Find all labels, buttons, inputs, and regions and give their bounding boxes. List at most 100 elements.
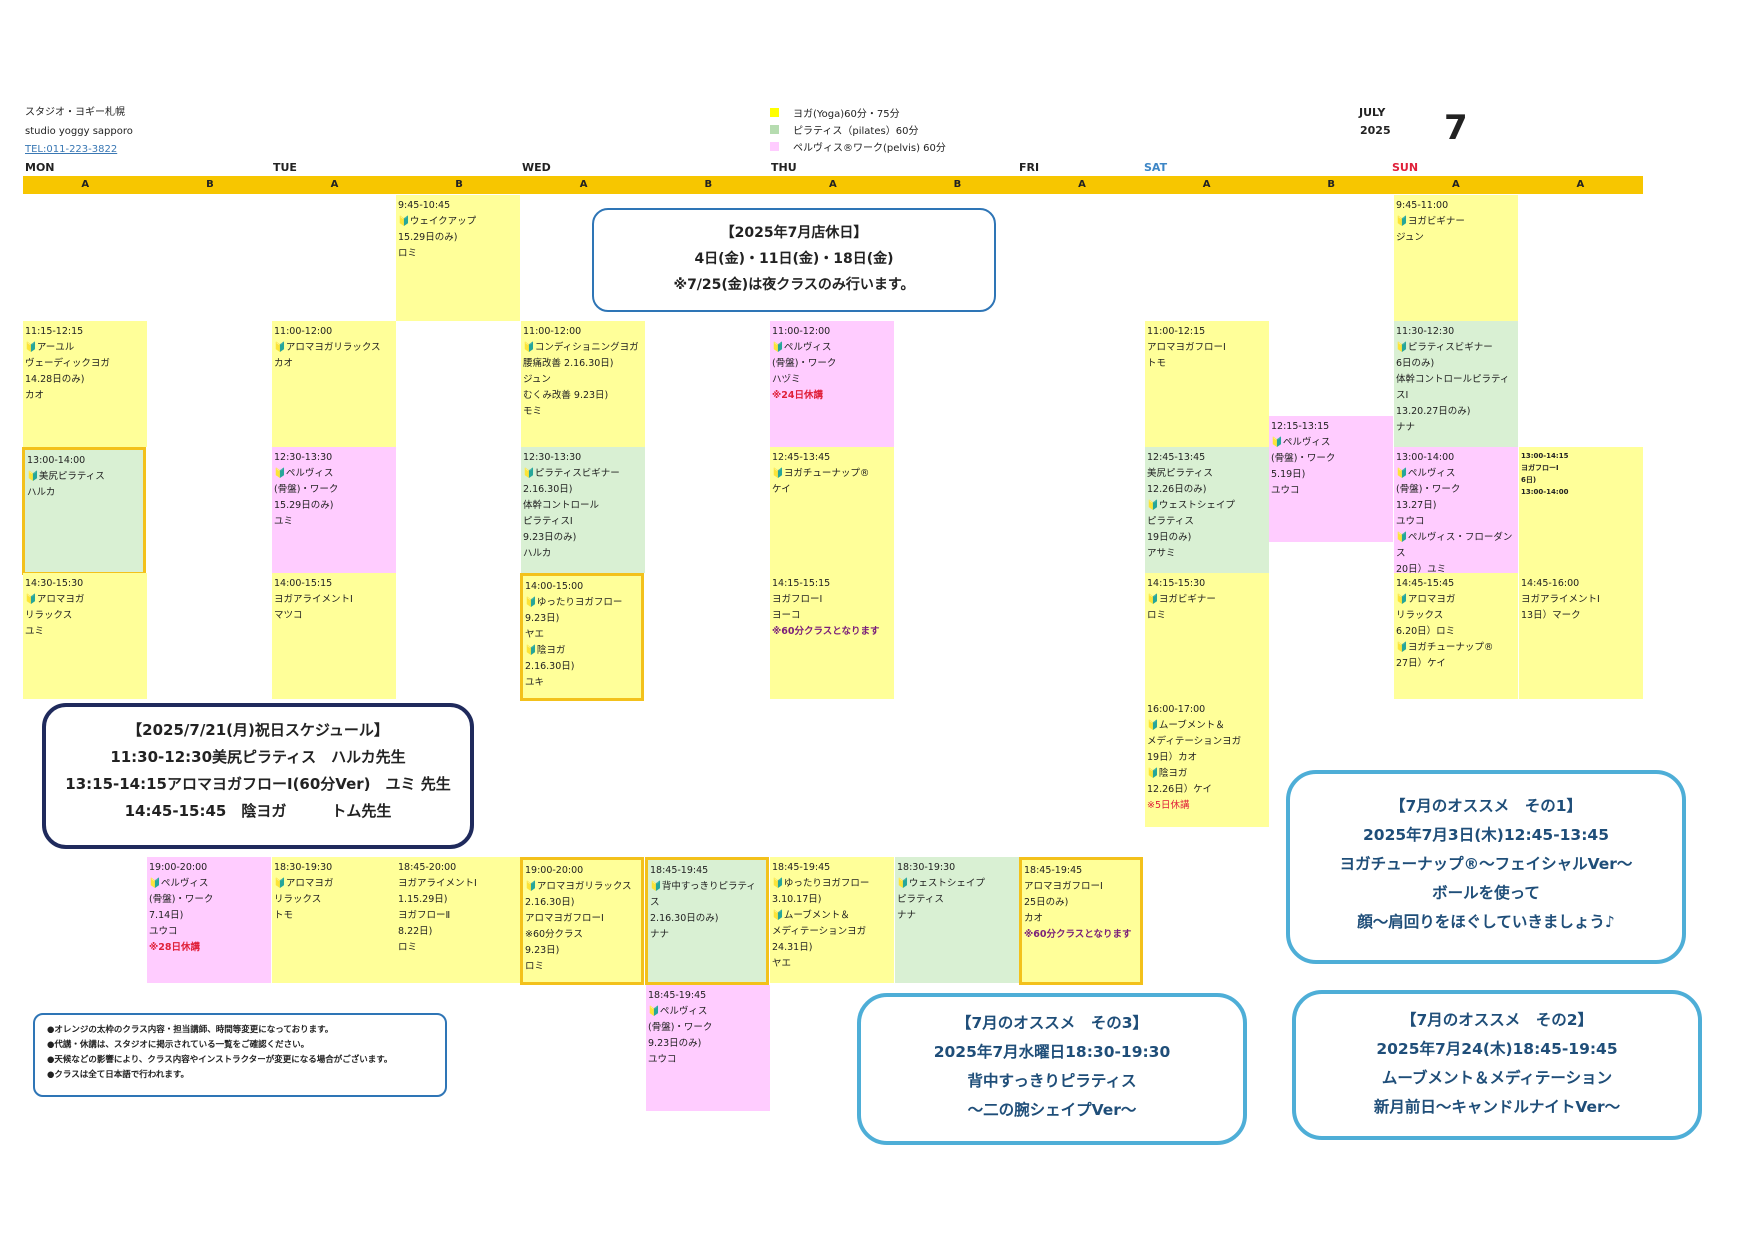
studio-col-label: B bbox=[455, 179, 463, 190]
note-item: ●代講・休講は、スタジオに掲示されている一覧をご確認ください。 bbox=[47, 1040, 310, 1050]
recommend-line: 顔～肩回りをほぐしていきましょう♪ bbox=[1357, 913, 1615, 931]
class-cell: 12:30-13:30 🔰ピラティスビギナー 2.16.30日) 体幹コントロー… bbox=[521, 447, 645, 573]
class-cell: 9:45-10:45 🔰ウェイクアップ 15.29日のみ) ロミ bbox=[396, 195, 520, 321]
legend-item-yoga: ヨガ(Yoga)60分・75分 bbox=[770, 104, 946, 121]
legend: ヨガ(Yoga)60分・75分 ピラティス（pilates）60分 ペルヴィス®… bbox=[770, 104, 946, 155]
note-item: ●オレンジの太枠のクラス内容・担当講師、時間等変更になっております。 bbox=[47, 1025, 334, 1035]
note-item: ●クラスは全て日本語で行われます。 bbox=[47, 1070, 189, 1080]
notice-line: ※7/25(金)は夜クラスのみ行います。 bbox=[673, 277, 915, 293]
notes-box: ●オレンジの太枠のクラス内容・担当講師、時間等変更になっております。 ●代講・休… bbox=[33, 1013, 447, 1097]
month-number: 7 bbox=[1444, 108, 1468, 148]
recommend-line: 2025年7月24(木)18:45-19:45 bbox=[1376, 1040, 1618, 1058]
class-cell: 19:00-20:00 🔰ペルヴィス (骨盤)・ワーク 7.14日) ユウコ※2… bbox=[147, 857, 271, 983]
class-cell: 11:00-12:00 🔰コンディショニングヨガ 腰痛改善 2.16.30日) … bbox=[521, 321, 645, 447]
notice-title: 【2025年7月店休日】 bbox=[720, 225, 868, 241]
recommend-line: ボールを使って bbox=[1432, 884, 1540, 902]
day-header-sat: SAT bbox=[1144, 161, 1168, 174]
notice-title: 【2025/7/21(月)祝日スケジュール】 bbox=[127, 721, 389, 739]
studio-phone-link[interactable]: TEL:011-223-3822 bbox=[25, 144, 118, 155]
class-cell-changed: 19:00-20:00 🔰アロマヨガリラックス 2.16.30日) アロマヨガフ… bbox=[520, 857, 644, 985]
class-cell: 18:45-19:45 🔰ゆったりヨガフロー 3.10.17日) 🔰ムーブメント… bbox=[770, 857, 894, 983]
class-cell: 12:45-13:45 🔰ヨガチューナップ® ケイ bbox=[770, 447, 894, 573]
recommend-title: 【7月のオススメ その2】 bbox=[1400, 1011, 1594, 1029]
recommend-box-2: 【7月のオススメ その2】 2025年7月24(木)18:45-19:45 ムー… bbox=[1292, 990, 1702, 1140]
recommend-line: ～二の腕シェイプVer～ bbox=[967, 1101, 1137, 1119]
class-cell: 18:30-19:30 🔰アロマヨガ リラックス トモ bbox=[272, 857, 396, 983]
cancel-note: ※24日休講 bbox=[772, 390, 823, 401]
studio-col-label: B bbox=[953, 179, 962, 190]
legend-item-pelvis: ペルヴィス®ワーク(pelvis) 60分 bbox=[770, 138, 946, 155]
class-cell: 14:15-15:15 ヨガフローⅠ ヨーコ※60分クラスとなります bbox=[770, 573, 894, 699]
class-cell-changed: 18:45-19:45 アロマヨガフローⅠ 25日のみ) カオ※60分クラスとな… bbox=[1019, 857, 1143, 985]
class-cell: 16:00-17:00 🔰ムーブメント＆ メディテーションヨガ 19日）カオ 🔰… bbox=[1145, 699, 1269, 827]
class-cell: 9:45-11:00 🔰ヨガビギナー ジュン bbox=[1394, 195, 1518, 321]
class-cell: 11:00-12:00 🔰ペルヴィス (骨盤)・ワーク ハヅミ※24日休講 bbox=[770, 321, 894, 447]
legend-swatch-pilates bbox=[770, 125, 779, 134]
class-cell-changed: 18:45-19:45 🔰背中すっきりピラティス 2.16.30日のみ) ナナ bbox=[645, 857, 769, 985]
notice-line: 13:15-14:15アロマヨガフローⅠ(60分Ver) ユミ 先生 bbox=[65, 775, 451, 793]
studio-column-bar: A B A B A B A B A A B A A bbox=[23, 176, 1643, 194]
class-cell-changed: 14:00-15:00 🔰ゆったりヨガフロー 9.23日) ヤエ 🔰陰ヨガ 2.… bbox=[520, 573, 644, 701]
class-cell: 13:00-14:15 ヨガフローⅠ 6日) 13:00-14:00 bbox=[1519, 447, 1643, 573]
day-header-fri: FRI bbox=[1019, 161, 1040, 174]
studio-col-label: A bbox=[1202, 179, 1211, 190]
studio-name-en: studio yoggy sapporo bbox=[25, 126, 133, 137]
recommend-line: 2025年7月3日(木)12:45-13:45 bbox=[1363, 826, 1609, 844]
recommend-line: 2025年7月水曜日18:30-19:30 bbox=[933, 1043, 1171, 1061]
class-cell: 11:30-12:30 🔰ピラティスビギナー 6日のみ) 体幹コントロールピラテ… bbox=[1394, 321, 1518, 447]
day-header-sun: SUN bbox=[1392, 161, 1419, 174]
holiday-schedule-notice: 【2025/7/21(月)祝日スケジュール】 11:30-12:30美尻ピラティ… bbox=[42, 703, 474, 849]
year: 2025 bbox=[1360, 124, 1391, 137]
studio-col-label: B bbox=[1327, 179, 1336, 190]
recommend-box-1: 【7月のオススメ その1】 2025年7月3日(木)12:45-13:45 ヨガ… bbox=[1286, 770, 1686, 964]
day-header-mon: MON bbox=[25, 161, 55, 174]
studio-name-jp: スタジオ・ヨギー札幌 bbox=[25, 107, 125, 118]
recommend-line: ヨガチューナップ®～フェイシャルVer～ bbox=[1339, 855, 1633, 873]
cancel-note: ※28日休講 bbox=[149, 942, 200, 953]
recommend-line: 背中すっきりピラティス bbox=[967, 1072, 1137, 1090]
month-name: JULY bbox=[1359, 106, 1386, 119]
class-cell: 11:00-12:15 アロマヨガフローⅠ トモ bbox=[1145, 321, 1269, 447]
day-header-thu: THU bbox=[771, 161, 797, 174]
class-cell: 18:45-19:45 🔰ペルヴィス (骨盤)・ワーク 9.23日のみ) ユウコ bbox=[646, 985, 770, 1111]
studio-col-label: B bbox=[206, 179, 214, 190]
class-cell: 11:15-12:15 🔰アーユル ヴェーディックヨガ 14.28日のみ) カオ bbox=[23, 321, 147, 447]
class-cell: 12:30-13:30 🔰ペルヴィス (骨盤)・ワーク 15.29日のみ) ユミ bbox=[272, 447, 396, 573]
class-cell: 14:45-16:00 ヨガアライメントⅠ 13日）マーク bbox=[1519, 573, 1643, 699]
recommend-title: 【7月のオススメ その3】 bbox=[955, 1014, 1149, 1032]
studio-col-label: A bbox=[81, 179, 90, 190]
cancel-note: ※5日休講 bbox=[1147, 800, 1190, 811]
store-closed-notice: 【2025年7月店休日】 4日(金)・11日(金)・18日(金) ※7/25(金… bbox=[592, 208, 996, 312]
studio-col-label: A bbox=[1451, 179, 1460, 190]
day-header-wed: WED bbox=[522, 161, 551, 174]
recommend-box-3: 【7月のオススメ その3】 2025年7月水曜日18:30-19:30 背中すっ… bbox=[857, 993, 1247, 1145]
legend-swatch-pelvis bbox=[770, 142, 779, 151]
class-cell: 12:15-13:15 🔰ペルヴィス (骨盤)・ワーク 5.19日) ユウコ bbox=[1269, 416, 1393, 542]
day-header-tue: TUE bbox=[273, 161, 297, 174]
note-item: ●天候などの影響により、クラス内容やインストラクターが変更になる場合がございます… bbox=[47, 1055, 393, 1065]
class-cell-changed: 13:00-14:00 🔰美尻ピラティス ハルカ bbox=[22, 447, 146, 575]
class-cell: 14:45-15:45 🔰アロマヨガ リラックス 6.20日）ロミ 🔰ヨガチュー… bbox=[1394, 573, 1518, 699]
studio-col-label: A bbox=[330, 179, 339, 190]
recommend-title: 【7月のオススメ その1】 bbox=[1389, 797, 1583, 815]
notice-line: 14:45-15:45 陰ヨガ トム先生 bbox=[124, 802, 392, 820]
notice-line: 11:30-12:30美尻ピラティス ハルカ先生 bbox=[110, 748, 406, 766]
legend-item-pilates: ピラティス（pilates）60分 bbox=[770, 121, 946, 138]
class-cell: 18:45-20:00 ヨガアライメントⅠ 1.15.29日) ヨガフローⅡ 8… bbox=[396, 857, 520, 983]
recommend-line: 新月前日～キャンドルナイトVer～ bbox=[1373, 1098, 1621, 1116]
studio-col-label: A bbox=[1576, 179, 1585, 190]
notice-line: 4日(金)・11日(金)・18日(金) bbox=[694, 251, 894, 267]
class-cell: 12:45-13:45 美尻ピラティス 12.26日のみ) 🔰ウェストシェイプ … bbox=[1145, 447, 1269, 573]
class-cell: 11:00-12:00 🔰アロマヨガリラックス カオ bbox=[272, 321, 396, 447]
studio-col-label: A bbox=[828, 179, 837, 190]
class-cell: 14:00-15:15 ヨガアライメントⅠ マツコ bbox=[272, 573, 396, 699]
studio-col-label: A bbox=[579, 179, 588, 190]
class-cell: 14:15-15:30 🔰ヨガビギナー ロミ bbox=[1145, 573, 1269, 699]
class-cell: 18:30-19:30 🔰ウェストシェイプ ピラティス ナナ bbox=[895, 857, 1019, 983]
duration-note: ※60分クラスとなります bbox=[1024, 929, 1132, 940]
legend-swatch-yoga bbox=[770, 108, 779, 117]
recommend-line: ムーブメント＆メディテーション bbox=[1381, 1069, 1613, 1087]
duration-note: ※60分クラスとなります bbox=[772, 626, 880, 637]
class-cell: 13:00-14:00 🔰ペルヴィス (骨盤)・ワーク 13.27日) ユウコ … bbox=[1394, 447, 1518, 573]
studio-col-label: A bbox=[1078, 179, 1086, 190]
